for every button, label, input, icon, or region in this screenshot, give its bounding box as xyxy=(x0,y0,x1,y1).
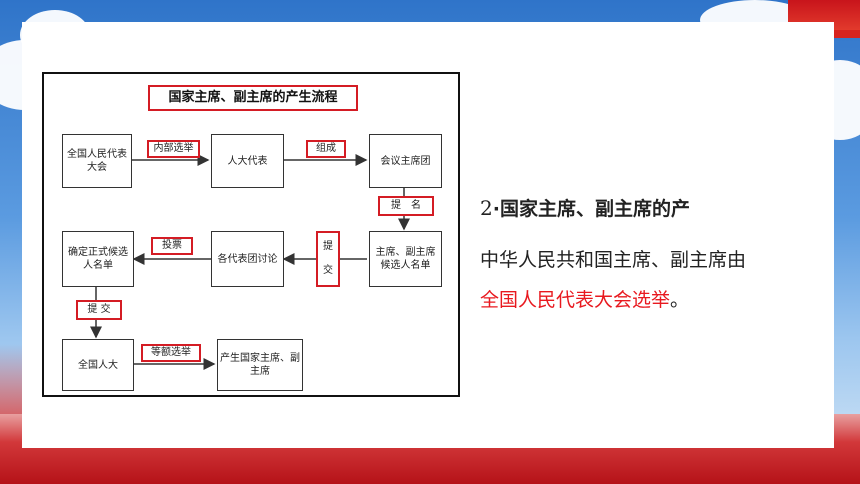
node-discussion: 各代表团讨论 xyxy=(211,231,284,287)
flow-arrows xyxy=(90,154,410,370)
label-equal-election: 等额选举 xyxy=(141,344,201,362)
label-vote: 投票 xyxy=(151,237,193,255)
label-submit-char-1: 提 xyxy=(323,241,333,252)
paragraph-line-2: 全国人民代表大会选举。 xyxy=(480,285,689,312)
node-formal-candidates: 确定正式候选人名单 xyxy=(62,231,134,287)
heading-separator: · xyxy=(492,198,500,220)
node-result: 产生国家主席、副主席 xyxy=(217,339,303,391)
node-npc-congress: 全国人民代表大会 xyxy=(62,134,132,188)
label-form: 组成 xyxy=(306,140,346,158)
label-submit: 提 交 xyxy=(76,300,122,320)
diagram-title: 国家主席、副主席的产生流程 xyxy=(148,85,358,111)
node-candidates: 主席、副主席候选人名单 xyxy=(369,231,442,287)
node-npc: 全国人大 xyxy=(62,339,134,391)
label-submit-vertical: 提 交 xyxy=(316,231,340,287)
node-deputies: 人大代表 xyxy=(211,134,284,188)
label-submit-char-2: 交 xyxy=(323,265,333,276)
label-internal-election: 内部选举 xyxy=(147,140,200,158)
label-nominate: 提 名 xyxy=(378,196,434,216)
paragraph-end: 。 xyxy=(670,289,690,311)
section-heading: 2·国家主席、副主席的产 xyxy=(480,194,690,221)
heading-text: 国家主席、副主席的产 xyxy=(499,198,690,220)
highlight-text: 全国人民代表大会选举 xyxy=(480,289,671,311)
flow-diagram: 国家主席、副主席的产生流程 全国人民代表大会 人大代表 会议主席团 主席、副主席… xyxy=(42,72,460,397)
heading-number: 2 xyxy=(480,196,493,220)
node-presidium: 会议主席团 xyxy=(369,134,442,188)
paragraph-line-1: 中华人民共和国主席、副主席由 xyxy=(480,249,747,271)
